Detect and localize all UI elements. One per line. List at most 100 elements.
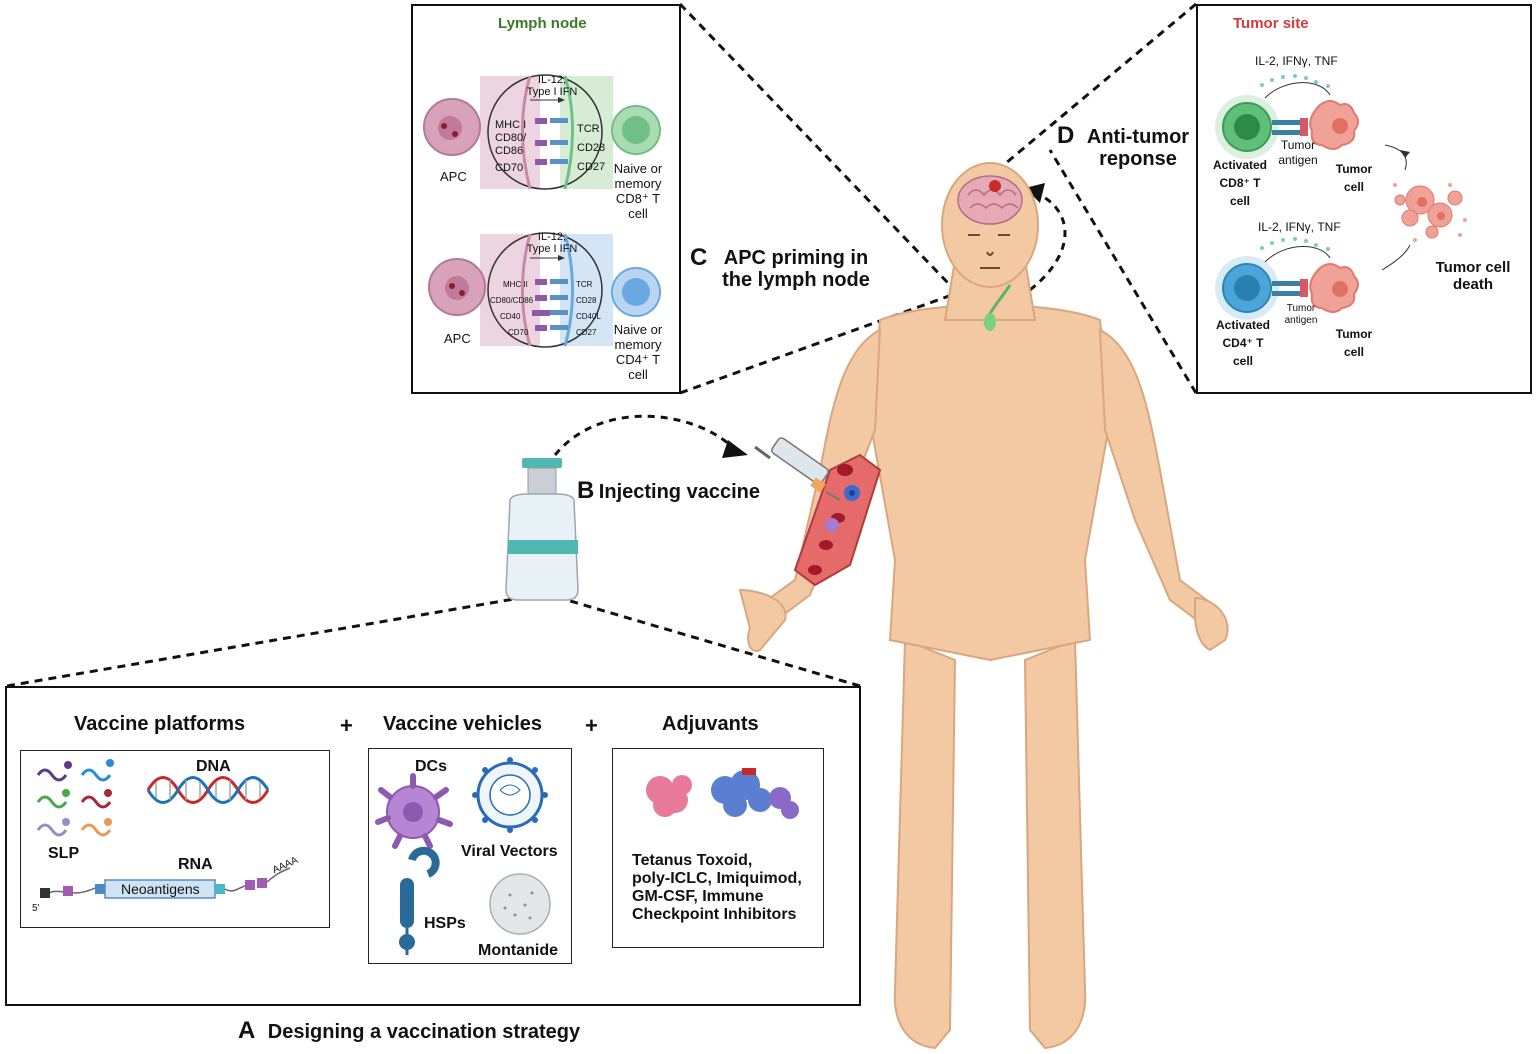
step-c-letter: C [690,244,708,271]
lymph-bottom-apc-label: APC [444,331,471,346]
tumor-line: cell [1343,180,1364,194]
lymph-top-left-labels: MHC I CD80/ CD86 CD70 [495,119,526,175]
step-b-label: B Injecting vaccine [577,477,760,505]
lymph-top-tcell-label: Naive or memory CD8⁺ T cell [606,161,670,221]
receptor-label: TCR [576,280,593,289]
platforms-heading: Vaccine platforms [74,713,246,735]
adjuvant-list: Tetanus Toxoid, poly-ICLC, Imiquimod, GM… [632,852,802,924]
face-icon [968,234,1010,269]
tumor-top-tcell-label: Activated CD8⁺ T cell [1205,156,1275,210]
step-d-letter: D [1057,122,1075,149]
tcell-line: CD8⁺ T [615,191,661,206]
tcell-line: cell [628,206,648,221]
antigen-line: Tumor [1286,303,1316,314]
receptor-label: CD70 [508,328,529,337]
plus-sign: + [585,713,598,738]
tumor-top-antigen-label: Tumor antigen [1270,138,1326,168]
tumor-site-panel [1196,4,1532,394]
dc-cell-icon [375,773,453,849]
tcell-line: Activated [1212,158,1268,172]
vehicles-heading: Vaccine vehicles [383,713,543,735]
lymph-bottom-signal: IL-12, Type I IFN [522,231,582,255]
antigen-line: Tumor [1280,138,1316,152]
montanide-icon [489,873,551,935]
apc-cell-icon [428,258,486,316]
receptor-label: CD86 [495,145,524,157]
step-a-letter: A [238,1017,256,1044]
lymph-bottom-tcell-label: Naive or memory CD4⁺ T cell [606,322,670,382]
lymph-top-right-labels: TCR CD28 CD27 [577,120,605,177]
step-a-label: A Designing a vaccination strategy [238,1017,580,1045]
step-c-label: C [690,244,707,272]
adjuvants-heading: Adjuvants [662,713,759,735]
receptor-label: MHC I [495,119,527,131]
receptor-label: CD27 [576,328,597,337]
lymph-top-apc-label: APC [440,169,467,184]
tumor-death-illustration [1381,144,1467,271]
tumor-bottom-cytokines: IL-2, IFNγ, TNF [1258,220,1341,234]
human-body [738,162,1229,1050]
hsp-icon [399,846,440,955]
signal-line: Type I IFN [526,86,578,98]
apc-cell-icon [423,98,481,156]
tcell-line: memory [614,337,662,352]
receptor-label: CD28 [577,142,606,154]
receptor-label: CD40 [500,312,521,321]
tcell-line: memory [614,176,662,191]
receptor-label: CD40L [576,312,601,321]
step-title-line: Anti-tumor [1086,126,1190,148]
receptor-label: CD28 [576,296,597,305]
signal-line: IL-12, [537,74,567,86]
tumor-top-tumor-label: Tumor cell [1326,160,1382,196]
lymph-bottom-right-labels: TCR CD28 CD40L CD27 [576,277,601,341]
tumor-line: cell [1343,345,1364,359]
neoantigens-label: Neoantigens [121,881,200,897]
step-title-line: the lymph node [722,269,870,291]
tumor-top-cytokines: IL-2, IFNγ, TNF [1255,54,1338,68]
lymph-node-icon [983,284,1012,331]
signal-line: Type I IFN [526,243,578,255]
five-prime-label: 5' [32,903,40,914]
hsps-label: HSPs [424,915,466,932]
dna-label: DNA [196,758,231,775]
tumor-bottom-tcell-label: Activated CD4⁺ T cell [1208,316,1278,370]
step-b-letter: B [577,477,595,504]
syringe-icon [754,437,841,501]
receptor-label: CD80/CD86 [490,296,534,305]
lymph-bottom-left-labels: MHC II CD80/CD86 CD40 CD70 [490,277,533,341]
signal-line: IL-12, [537,231,567,243]
adjuvant-item: Tetanus Toxoid, [632,852,753,869]
tcell-line: Naive or [613,322,663,337]
death-line: Tumor cell [1435,259,1511,276]
dashed-connectors [6,2,1198,688]
receptor-label: TCR [577,123,600,135]
slp-label: SLP [48,845,80,862]
lymph-top-illustration [423,74,661,190]
tumor-site-title: Tumor site [1233,15,1309,32]
blood-vessel-icon [793,453,882,587]
dcs-label: DCs [415,758,448,775]
receptor-label: CD80/ [495,132,527,144]
slp-icons [36,759,114,837]
rna-icon [40,867,291,899]
step-d-label: D [1057,122,1074,150]
step-b-title: Injecting vaccine [598,481,760,503]
tcell-line: cell [1229,194,1250,208]
adjuvant-protein-icons [646,768,799,819]
tcell-line: CD8⁺ T [1219,176,1261,190]
tcell-line: CD4⁺ T [1222,336,1264,350]
adjuvant-item: poly-ICLC, Imiquimod, [632,870,802,887]
lymph-top-signal: IL-12, Type I IFN [522,74,582,98]
step-a-title: Designing a vaccination strategy [267,1021,581,1043]
tumor-bottom-antigen-label: Tumor antigen [1278,303,1324,327]
adjuvant-item: GM-CSF, Immune [632,888,764,905]
montanide-label: Montanide [478,942,558,959]
death-line: death [1452,276,1493,293]
vial-icon [505,458,579,601]
tcell-line: cell [628,367,648,382]
tumor-bottom-illustration [1215,237,1359,320]
tcell-line: Naive or [613,161,663,176]
tumor-line: Tumor [1335,162,1373,176]
step-c-title: APC priming in the lymph node [706,247,886,291]
rna-label: RNA [178,856,213,873]
